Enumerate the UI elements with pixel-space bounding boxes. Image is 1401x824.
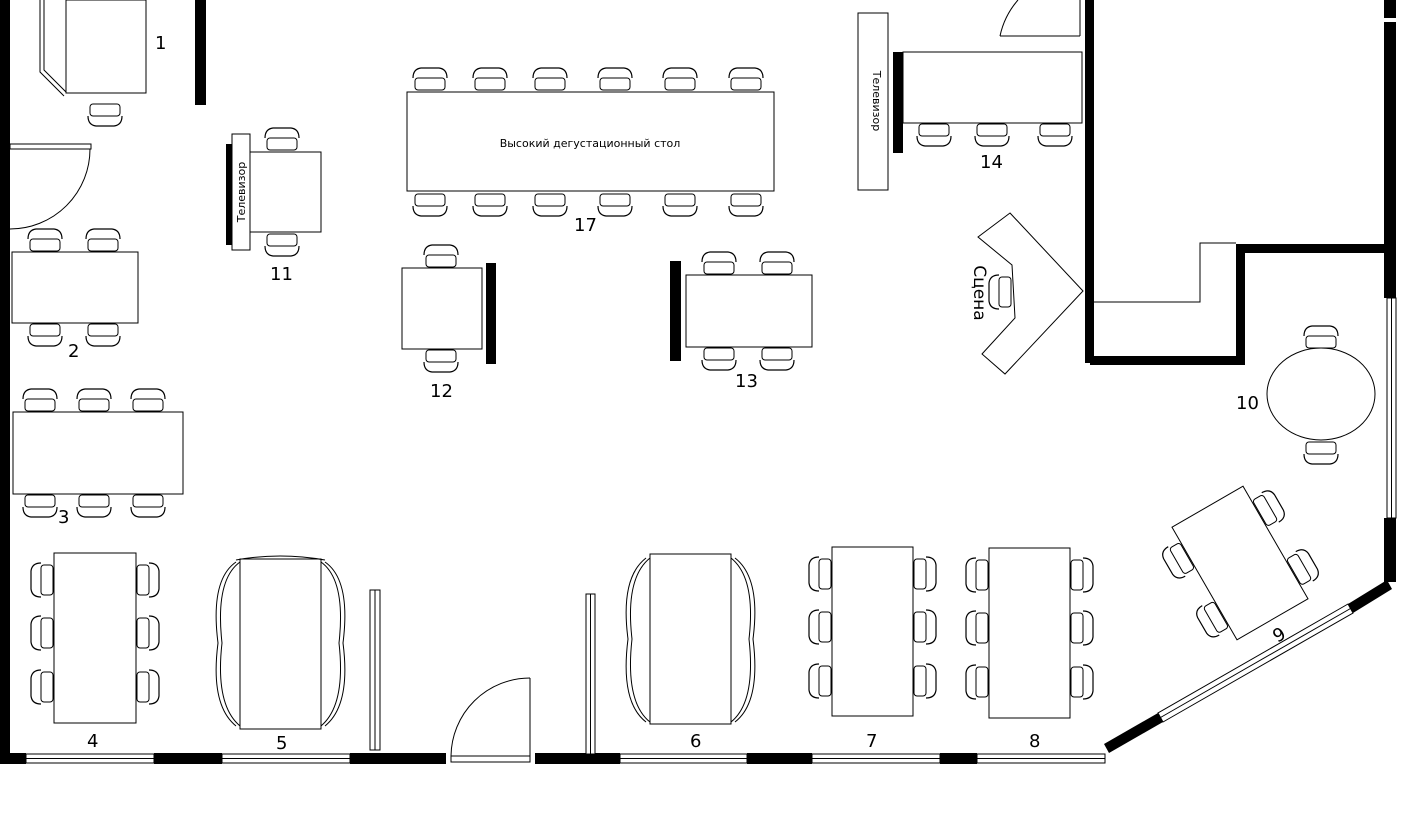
table-number-17: 17 <box>574 215 597 236</box>
walls <box>0 0 1396 764</box>
table-number-12: 12 <box>430 381 453 402</box>
table-number-7: 7 <box>866 731 877 752</box>
stage-label: Сцена <box>969 265 989 320</box>
table-number-8: 8 <box>1029 731 1040 752</box>
table-number-11: 11 <box>270 264 293 285</box>
stage: Сцена <box>969 212 1084 375</box>
table-14: Телевизор <box>857 12 1083 191</box>
table-3 <box>12 388 184 518</box>
table-8 <box>965 547 1094 719</box>
room-partition <box>1094 242 1236 303</box>
table-5 <box>215 555 346 730</box>
table-9 <box>1158 485 1323 641</box>
table-number-14: 14 <box>980 152 1003 173</box>
windows <box>25 297 1397 764</box>
table-number-6: 6 <box>690 731 701 752</box>
table-number-4: 4 <box>87 731 98 752</box>
doors <box>9 0 1081 763</box>
table-number-2: 2 <box>68 341 79 362</box>
table-17: Высокий дегустационный стол <box>406 67 775 217</box>
tv-label-11: Телевизор <box>235 162 248 223</box>
table-4 <box>30 552 160 724</box>
table-13 <box>670 251 813 371</box>
tv-label-14: Телевизор <box>870 70 883 131</box>
table-number-1: 1 <box>155 33 166 54</box>
table-number-10: 10 <box>1236 393 1259 414</box>
table-11: Телевизор <box>226 127 322 257</box>
table-12 <box>401 244 496 373</box>
table-2 <box>11 228 139 347</box>
table-7 <box>808 546 937 717</box>
table-6 <box>625 553 756 725</box>
table-number-5: 5 <box>276 733 287 754</box>
table-number-3: 3 <box>58 507 69 528</box>
table-1 <box>39 0 147 127</box>
table-10 <box>1266 325 1376 465</box>
tasting-table-label: Высокий дегустационный стол <box>500 137 681 150</box>
table-number-13: 13 <box>735 371 758 392</box>
